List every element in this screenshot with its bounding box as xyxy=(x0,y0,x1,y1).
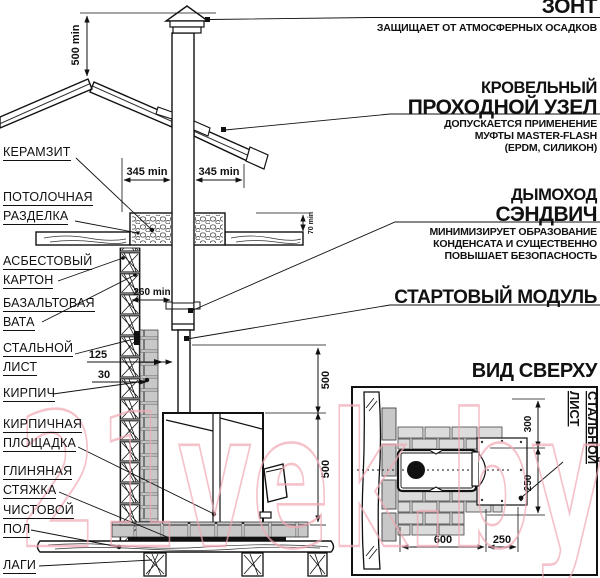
watermark: 21vek.by xyxy=(18,374,600,578)
sandwich-pipe xyxy=(171,32,195,331)
joist xyxy=(241,552,264,577)
label-kirpich: КИРПИЧ xyxy=(3,386,56,402)
label-kirpichnaya: КИРПИЧНАЯ xyxy=(3,417,83,433)
joist xyxy=(307,552,328,577)
svg-text:600: 600 xyxy=(434,534,452,546)
chimney xyxy=(155,5,211,414)
zont-desc: ЗАЩИЩАЕТ ОТ АТМОСФЕРНЫХ ОСАДКОВ xyxy=(376,22,597,34)
flashing-right xyxy=(193,120,211,137)
clay-screed xyxy=(128,537,286,542)
tv-flue-outlet xyxy=(407,461,425,479)
tv-wall-plank xyxy=(361,391,382,570)
stove-door xyxy=(263,463,288,503)
svg-text:260 min: 260 min xyxy=(133,287,170,298)
label-glinyanaya: ГЛИНЯНАЯ xyxy=(3,464,73,480)
svg-text:70 min: 70 min xyxy=(308,212,315,234)
label-ploshchadka: ПЛОЩАДКА xyxy=(3,436,77,452)
tv-wall-blocks xyxy=(381,407,397,542)
svg-text:125: 125 xyxy=(89,349,107,361)
sandwich-desc: МИНИМИЗИРУЕТ ОБРАЗОВАНИЕ КОНДЕНСАТА И СУ… xyxy=(429,226,597,262)
floor-assembly xyxy=(36,521,335,577)
keramzit-fill-right xyxy=(195,215,223,243)
svg-text:345 min: 345 min xyxy=(127,166,168,178)
label-vata: ВАТА xyxy=(3,315,35,331)
svg-text:500: 500 xyxy=(320,460,332,478)
svg-text:500 min: 500 min xyxy=(70,24,82,65)
joist xyxy=(143,552,167,577)
zont-heading: ЗОНТ xyxy=(541,0,598,18)
svg-text:250: 250 xyxy=(523,474,534,491)
label-keramzit: КЕРАМЗИТ xyxy=(3,145,71,161)
leaders xyxy=(30,17,600,567)
ceiling xyxy=(35,212,304,246)
steel-sheet-marker xyxy=(134,331,140,345)
label-asbestovy: АСБЕСТОВЫЙ xyxy=(3,254,93,270)
zont-title: ЗОНТ xyxy=(541,0,598,18)
top-view: 300 250 600 250 СТАЛЬНОЙ ЛИСТ xyxy=(351,386,600,576)
label-karton: КАРТОН xyxy=(3,273,54,289)
tv-dimensions xyxy=(399,398,545,552)
label-chistovoy: ЧИСТОВОЙ xyxy=(3,503,74,519)
svg-text:250: 250 xyxy=(493,534,511,546)
label-razdelka: РАЗДЕЛКА xyxy=(3,209,69,225)
svg-text:300: 300 xyxy=(523,415,534,432)
svg-text:500: 500 xyxy=(320,371,332,389)
dimension-texts-main: 500 min 345 min 345 min 70 min 260 min 1… xyxy=(70,24,332,478)
label-potolochnaya: ПОТОЛОЧНАЯ xyxy=(3,190,93,206)
start-module-heading: СТАРТОВЫЙ МОДУЛЬ xyxy=(394,287,597,308)
finish-floor xyxy=(36,540,335,553)
clamp-right xyxy=(193,301,201,310)
roof-unit-heading: КРОВЕЛЬНЫЙ ПРОХОДНОЙ УЗЕЛ xyxy=(407,79,598,119)
label-stalnoy: СТАЛЬНОЙ xyxy=(3,341,74,357)
flashing-left xyxy=(155,106,173,120)
label-list: ЛИСТ xyxy=(3,360,38,376)
tv-steel-sheet-label: СТАЛЬНОЙ xyxy=(585,391,600,464)
sandwich-heading: ДЫМОХОД СЭНДВИЧ xyxy=(495,186,598,226)
svg-text:30: 30 xyxy=(98,369,110,381)
roof xyxy=(0,78,269,170)
stove-base-ledge xyxy=(259,511,272,519)
clamp-left xyxy=(165,301,173,310)
label-styazhka: СТЯЖКА xyxy=(3,483,57,499)
svg-text:ЛИСТ: ЛИСТ xyxy=(567,391,582,427)
dimensions-main xyxy=(80,12,326,526)
wall-section xyxy=(119,247,159,543)
chimney-cap xyxy=(163,5,211,22)
roof-unit-desc: ДОПУСКАЕТСЯ ПРИМЕНЕНИЕ МУФТЫ MASTER-FLAS… xyxy=(444,118,597,154)
label-bazaltovaya: БАЗАЛЬТОВАЯ xyxy=(3,296,95,312)
top-view-title: ВИД СВЕРХУ xyxy=(471,360,598,382)
label-pol: ПОЛ xyxy=(3,522,31,538)
svg-text:345 min: 345 min xyxy=(199,166,240,178)
eave-board xyxy=(245,146,269,170)
label-lagi: ЛАГИ xyxy=(3,558,37,574)
